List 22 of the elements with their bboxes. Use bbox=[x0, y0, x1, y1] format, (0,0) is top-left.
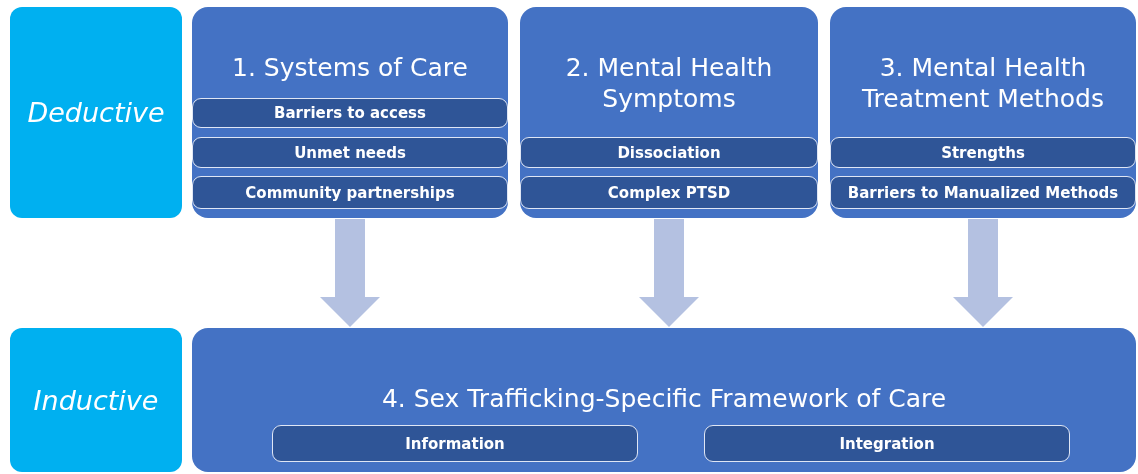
subtheme-bar: Complex PTSD bbox=[520, 176, 818, 209]
subtheme-bar: Dissociation bbox=[520, 137, 818, 168]
category-box bbox=[520, 7, 818, 218]
subtheme-bar: Unmet needs bbox=[192, 137, 508, 168]
subtheme-bar: Barriers to access bbox=[192, 98, 508, 128]
subtheme-bar: Information bbox=[272, 425, 638, 462]
block-arrow bbox=[320, 219, 380, 327]
block-arrow bbox=[639, 219, 699, 327]
subtheme-bar: Barriers to Manualized Methods bbox=[830, 176, 1136, 209]
subtheme-bar: Community partnerships bbox=[192, 176, 508, 209]
block-arrow bbox=[953, 219, 1013, 327]
category-title: 4. Sex Trafficking-Specific Framework of Care bbox=[380, 383, 948, 414]
category-title: 2. Mental Health Symptoms bbox=[564, 52, 774, 114]
category-box bbox=[830, 7, 1136, 218]
subtheme-bar: Integration bbox=[704, 425, 1070, 462]
category-box bbox=[192, 7, 508, 218]
approach-box: Deductive bbox=[10, 7, 182, 218]
approach-box: Inductive bbox=[10, 328, 182, 472]
category-title: 1. Systems of Care bbox=[231, 52, 469, 83]
subtheme-bar: Strengths bbox=[830, 137, 1136, 168]
category-title: 3. Mental Health Treatment Methods bbox=[861, 52, 1105, 114]
category-box bbox=[192, 328, 1136, 472]
